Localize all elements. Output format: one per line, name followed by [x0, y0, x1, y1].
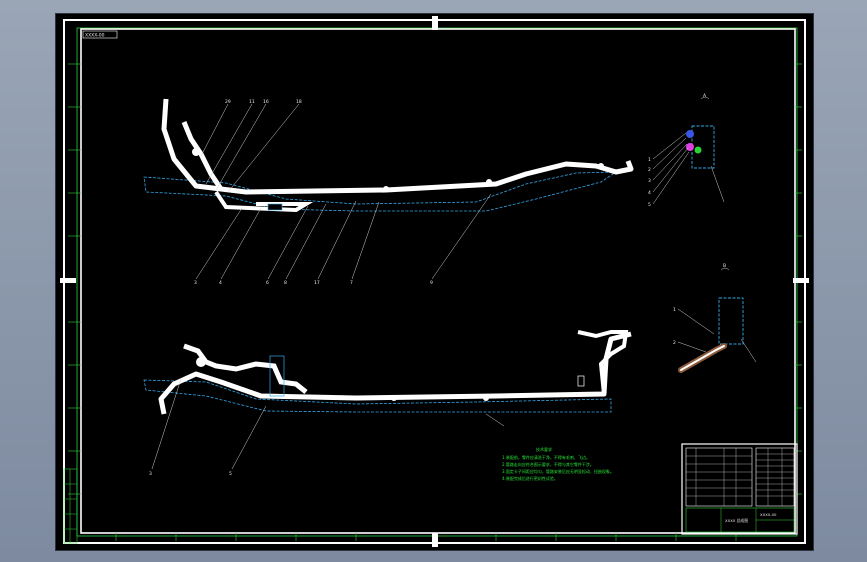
callout-top-29: 29 [225, 99, 231, 105]
detail-b-callout-2: 2 [673, 340, 676, 346]
technical-notes: 技术要求 1.装配前，零件应清洗干净，不得有毛刺、飞边。 2.管路走向应符合图示… [502, 446, 614, 481]
callout-top-7: 7 [350, 280, 353, 286]
bracket-bottom-1 [269, 355, 285, 397]
detail-a-callout-4: 4 [648, 190, 651, 196]
center-mark-bottom [432, 533, 438, 547]
callout-top-3: 3 [194, 280, 197, 286]
inner-grid-border [76, 27, 798, 537]
connector-top-4 [598, 163, 604, 169]
connector-bottom-1 [196, 357, 206, 367]
title-block[interactable]: XXXX 总成图 XXXX-00 [681, 443, 798, 535]
frame-rail-outline-top [143, 171, 618, 212]
left-revision-strip [63, 468, 78, 544]
detail-a-callout-5: 5 [648, 202, 651, 208]
bottom-view-assembly[interactable] [143, 330, 632, 415]
detail-b[interactable]: B 1 2 [673, 263, 757, 373]
clip-top-1 [267, 203, 283, 211]
top-leaders [195, 103, 492, 280]
right-zone-ticks [795, 63, 802, 495]
detail-a-callout-1: 1 [648, 157, 651, 163]
detail-a-callout-3: 3 [648, 178, 651, 184]
connector-bottom-3 [391, 395, 397, 401]
title-block-code: XXXX-00 [760, 512, 777, 517]
drawing-border [80, 28, 796, 534]
connector-top-3 [486, 179, 492, 185]
callout-top-9: 9 [430, 280, 433, 286]
parts-list-frame [685, 447, 753, 507]
notes-line-4: 4.装配完成后进行密封性试验。 [502, 475, 558, 481]
notes-line-3: 3.固定卡子间距应均匀，管路安装后应无明显松动、扭曲现象。 [502, 468, 614, 474]
callout-bottom-3: 3 [149, 471, 152, 477]
title-block-name: XXXX 总成图 [725, 518, 748, 523]
detail-a-clip-blue [686, 130, 694, 138]
detail-a-bracket [691, 125, 715, 169]
drawing-canvas[interactable]: XXXX-00 29 11 16 18 3 4 6 [56, 14, 813, 550]
detail-a-label: A [703, 93, 707, 99]
callout-top-8: 8 [284, 280, 287, 286]
rear-branch-bottom [577, 330, 629, 395]
detail-b-pipe-core [680, 345, 725, 371]
left-zone-ticks [68, 63, 81, 495]
main-pipe-top [161, 98, 634, 195]
cad-viewport[interactable]: XXXX-00 29 11 16 18 3 4 6 [55, 13, 814, 551]
center-mark-left [60, 278, 76, 283]
outer-border [63, 19, 806, 544]
center-mark-right [793, 278, 809, 283]
top-view-assembly[interactable] [143, 98, 634, 213]
connector-bottom-2 [483, 395, 489, 401]
callout-bottom-5: 5 [229, 471, 232, 477]
detail-a[interactable]: A 1 2 3 4 5 [648, 93, 725, 208]
title-block-frame [681, 443, 798, 535]
bottom-zone-ticks [115, 533, 737, 541]
sign-block-frame [755, 447, 795, 507]
center-mark-top [432, 16, 438, 30]
notes-heading: 技术要求 [536, 446, 552, 452]
top-left-code-box [82, 30, 118, 39]
connector-top-2 [383, 186, 389, 192]
parts-list-grid [686, 448, 752, 506]
detail-a-leaders [652, 132, 725, 205]
top-left-code: XXXX-00 [85, 33, 105, 39]
sign-block-grid [756, 448, 794, 506]
callout-top-4: 4 [219, 280, 222, 286]
detail-b-arrow [720, 267, 730, 271]
callout-top-18: 18 [296, 99, 302, 105]
callout-top-11: 11 [249, 99, 255, 105]
branch-pipe-top [181, 121, 224, 191]
bottom-leaders [151, 378, 505, 470]
main-pipe-bottom [158, 331, 632, 415]
detail-b-leaders [677, 308, 757, 363]
left-revision-lines [64, 469, 77, 543]
callout-top-6: 6 [266, 280, 269, 286]
connector-top-1 [192, 148, 200, 156]
bracket-bottom-2 [577, 375, 585, 387]
callout-top-17: 17 [314, 280, 320, 286]
detail-a-arrow [700, 96, 710, 100]
detail-a-clip-magenta [686, 143, 694, 151]
detail-a-clip-green [694, 146, 702, 154]
detail-a-callout-2: 2 [648, 167, 651, 173]
callout-top-16: 16 [263, 99, 269, 105]
loop-pipe-top [214, 190, 314, 213]
branch-pipe-bottom [183, 343, 308, 394]
notes-line-1: 1.装配前，零件应清洗干净，不得有毛刺、飞边。 [502, 454, 590, 460]
frame-rail-outline-bottom [143, 379, 612, 413]
detail-b-bracket [718, 297, 744, 345]
notes-line-2: 2.管路走向应符合图示要求，不得与其它零件干涉。 [502, 461, 594, 467]
detail-b-label: B [723, 263, 726, 269]
detail-b-callout-1: 1 [673, 307, 676, 313]
